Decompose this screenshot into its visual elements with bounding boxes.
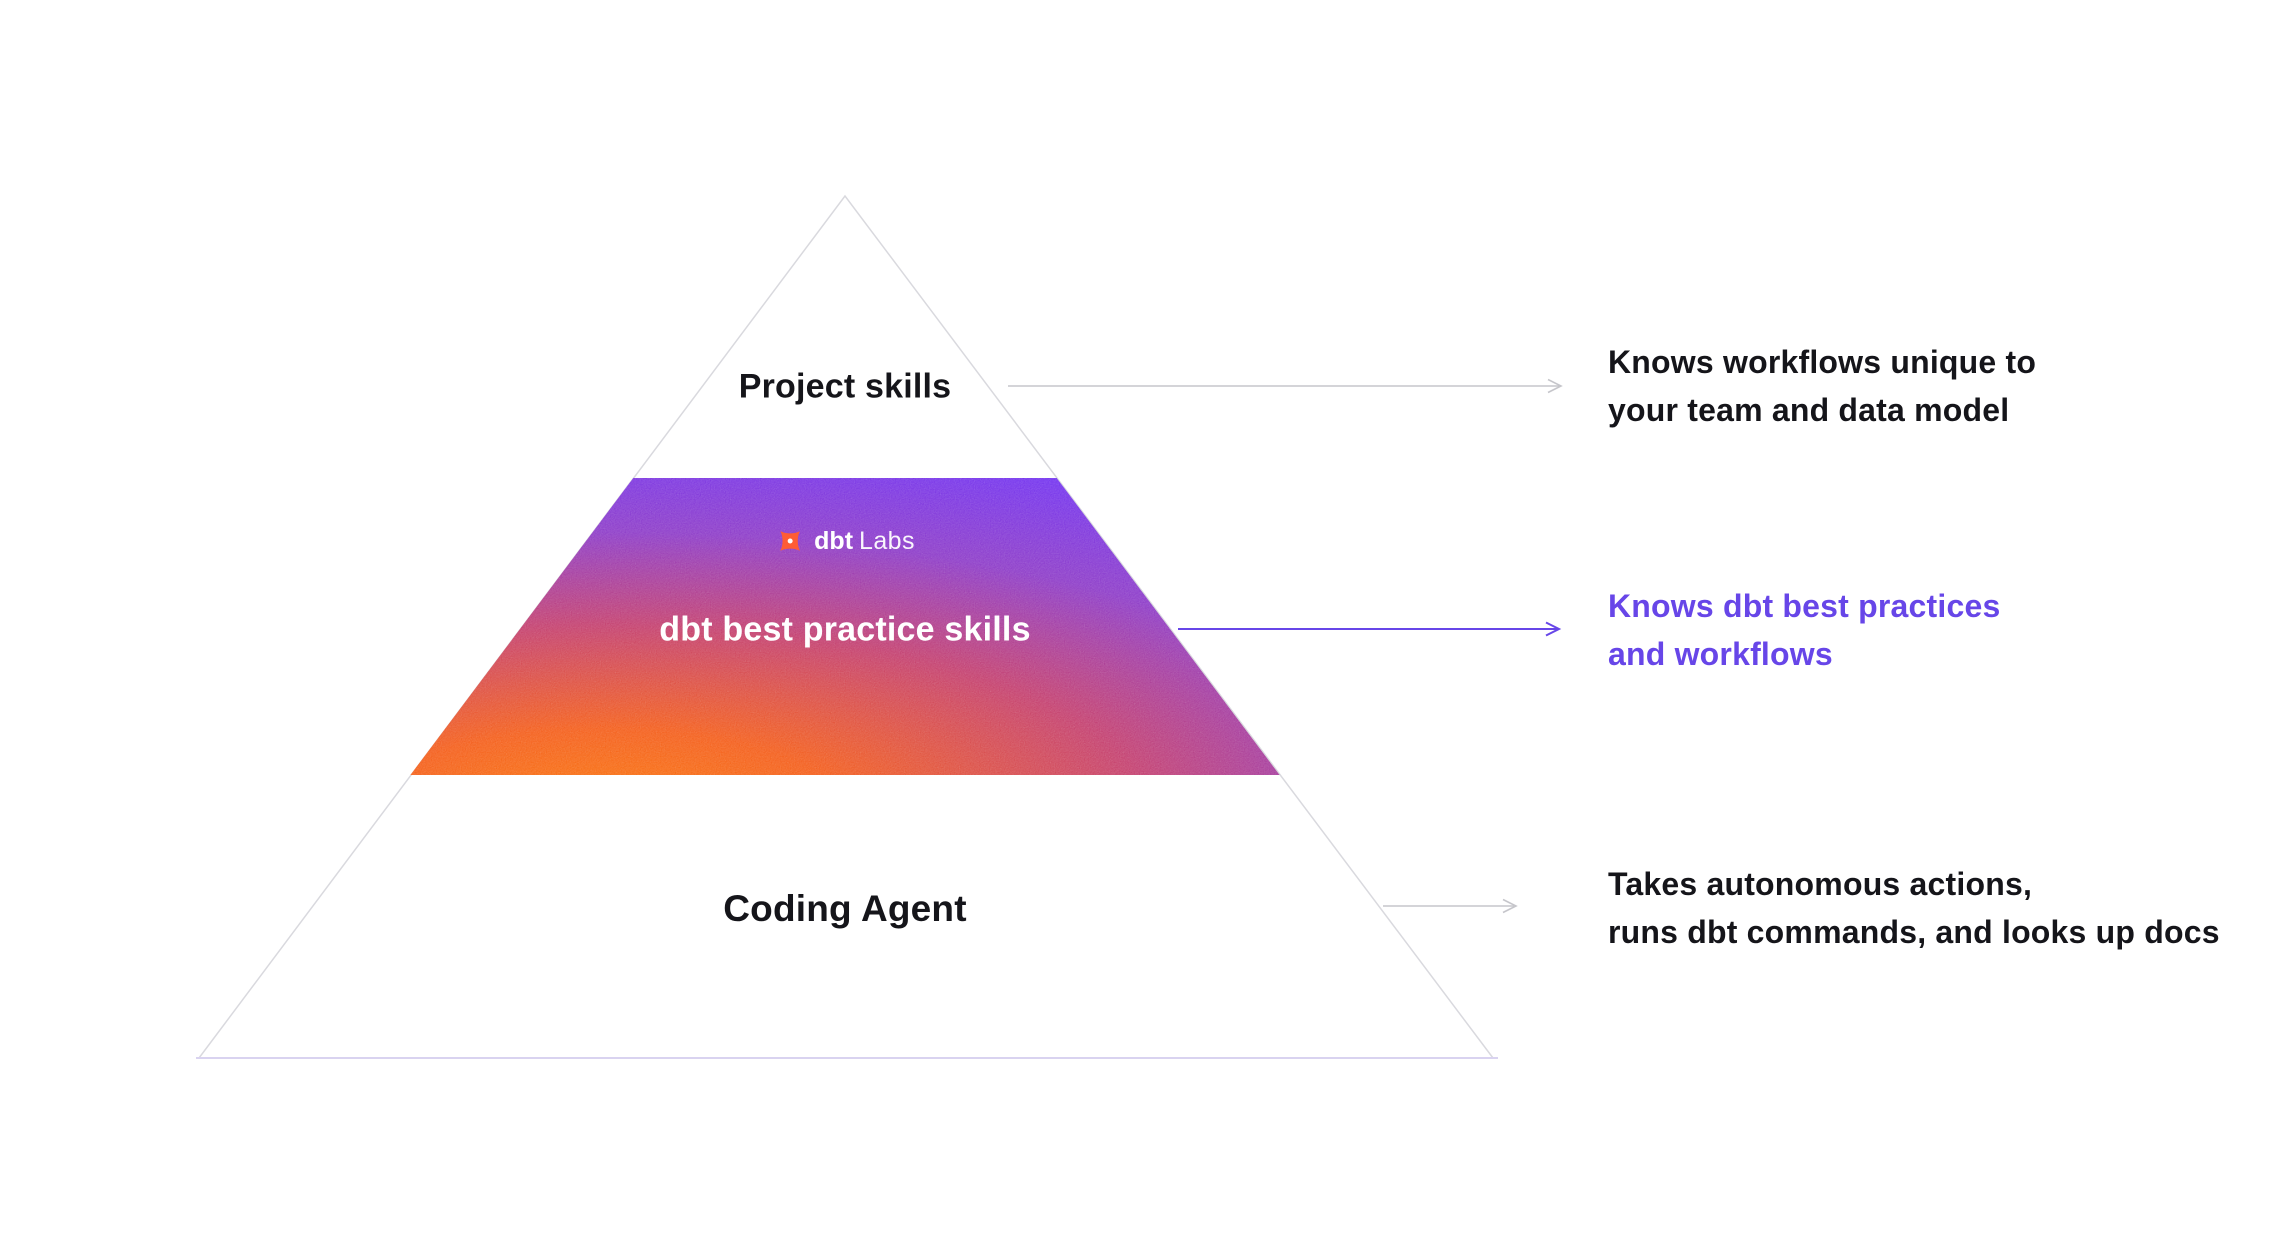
annotation-line: Takes autonomous actions, [1608, 866, 2033, 902]
annotation-line: Knows dbt best practices [1608, 588, 2001, 624]
annotation-dbt-skills: Knows dbt best practices and workflows [1608, 582, 2000, 678]
arrowhead-icon [1547, 378, 1563, 394]
pyramid-middle-label: dbt best practice skills [659, 610, 1031, 649]
arrowhead-icon [1545, 621, 1562, 637]
arrow-dbt-skills [1178, 621, 1562, 637]
dbt-labs-logo: dbt Labs [775, 526, 915, 556]
pyramid-top-label: Project skills [738, 367, 952, 406]
annotation-line: runs dbt commands, and looks up docs [1608, 914, 2220, 950]
annotation-coding-agent: Takes autonomous actions, runs dbt comma… [1608, 860, 2220, 956]
arrow-project-skills [1008, 378, 1563, 394]
annotation-project-skills: Knows workflows unique to your team and … [1608, 338, 2036, 434]
pyramid-bottom-label: Coding Agent [723, 888, 967, 929]
arrow-coding-agent [1383, 898, 1518, 914]
annotation-line: and workflows [1608, 636, 1833, 672]
band-grain-texture [410, 478, 1280, 775]
dbt-logo-icon [780, 531, 800, 551]
arrowhead-icon [1502, 898, 1518, 914]
dbt-logo-text-light: Labs [859, 526, 915, 555]
dbt-logo-text-bold: dbt [814, 526, 854, 555]
annotation-line: your team and data model [1608, 392, 2010, 428]
annotation-line: Knows workflows unique to [1608, 344, 2037, 380]
